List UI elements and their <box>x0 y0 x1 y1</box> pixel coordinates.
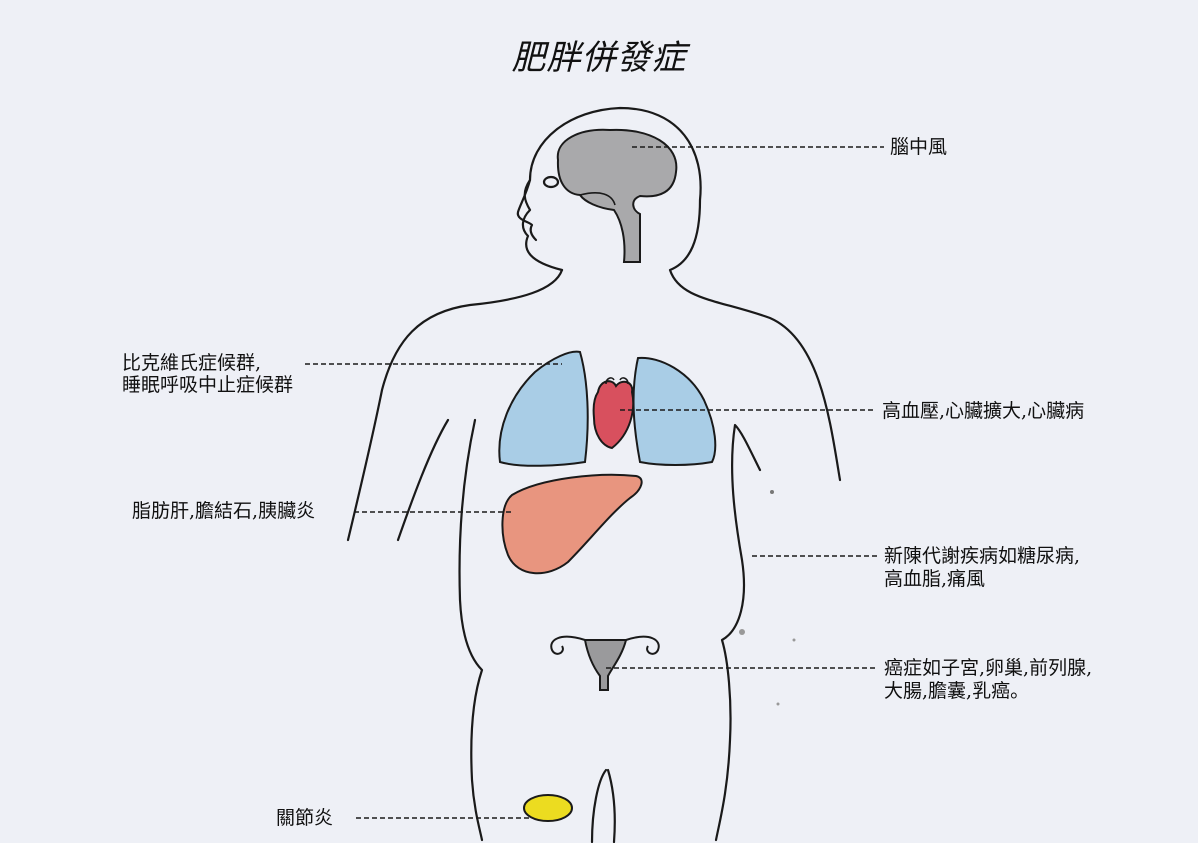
uterus-shape <box>551 637 659 690</box>
label-metabolic-2: 高血脂,痛風 <box>884 568 985 590</box>
left-lung <box>499 352 587 466</box>
label-cancer-1: 癌症如子宮,卵巢,前列腺, <box>884 657 1092 679</box>
liver-shape <box>502 475 641 573</box>
label-liver: 脂肪肝,膽結石,胰臟炎 <box>132 500 315 522</box>
heart-shape <box>594 381 634 448</box>
label-arthritis: 關節炎 <box>276 807 333 829</box>
label-heart: 高血壓,心臟擴大,心臟病 <box>882 400 1084 422</box>
label-metabolic-1: 新陳代謝疾病如糖尿病, <box>884 545 1080 567</box>
label-stroke: 腦中風 <box>890 136 947 158</box>
label-cancer-2: 大腸,膽囊,乳癌。 <box>884 680 1029 702</box>
brain-shape <box>558 130 677 262</box>
label-sleep-apnea-2: 睡眠呼吸中止症候群 <box>122 374 293 396</box>
knee-joint <box>524 795 572 821</box>
label-sleep-apnea-1: 比克維氏症候群, <box>122 352 261 374</box>
right-lung <box>634 358 716 465</box>
